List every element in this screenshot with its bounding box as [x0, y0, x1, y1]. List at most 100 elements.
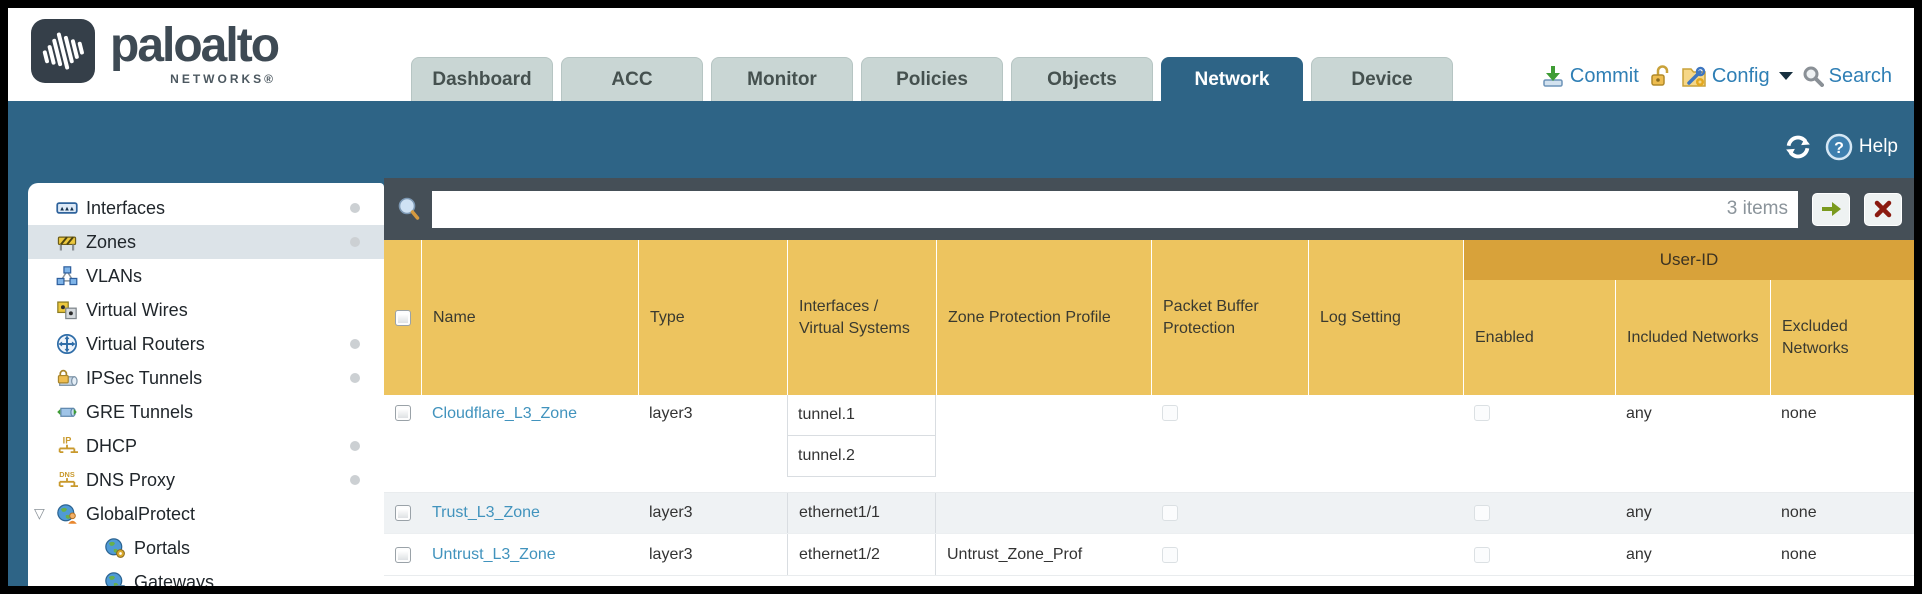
clear-filter-button[interactable] [1864, 192, 1902, 226]
global-search-button[interactable]: Search [1802, 65, 1892, 88]
packet-buffer-cell [1151, 534, 1308, 575]
packet-buffer-checkbox [1162, 546, 1178, 563]
column-header-zone-protection[interactable]: Zone Protection Profile [936, 240, 1151, 395]
sidebar-item-globalprotect[interactable]: ▽ GlobalProtect [28, 497, 384, 531]
column-header-packet-buffer[interactable]: Packet Buffer Protection [1151, 240, 1308, 395]
sidebar-item-label: Gateways [134, 571, 215, 587]
portals-icon [105, 538, 125, 558]
sidebar-item-label: Virtual Routers [86, 333, 205, 354]
select-all-checkbox[interactable] [384, 240, 421, 395]
sidebar-item-interfaces[interactable]: Interfaces [28, 191, 384, 225]
commit-button[interactable]: Commit [1541, 64, 1639, 88]
zones-icon [57, 236, 77, 251]
vlans-icon [56, 266, 78, 286]
sidebar-item-dns-proxy[interactable]: DNS DNS Proxy [28, 463, 384, 497]
zone-name-link[interactable]: Untrust_L3_Zone [432, 545, 556, 563]
column-header-type[interactable]: Type [638, 240, 787, 395]
gateways-icon [105, 572, 126, 586]
sidebar-item-label: GlobalProtect [86, 503, 196, 524]
tab-device[interactable]: Device [1311, 57, 1453, 101]
sidebar-item-label: Portals [134, 537, 191, 558]
zone-interfaces-cell: ethernet1/1 [787, 493, 936, 533]
column-header-excluded-networks[interactable]: Excluded Networks [1770, 280, 1914, 395]
user-id-enabled-cell [1463, 493, 1615, 533]
excluded-networks-cell: none [1781, 545, 1817, 563]
logo-brand-text: paloalto [110, 19, 280, 72]
tab-monitor[interactable]: Monitor [711, 57, 853, 101]
included-networks-cell: any [1626, 405, 1652, 422]
column-label: Included Networks [1627, 328, 1759, 346]
log-setting-cell [1308, 493, 1463, 533]
row-checkbox[interactable] [384, 395, 421, 492]
expander-icon[interactable]: ▽ [34, 506, 45, 522]
column-header-interfaces[interactable]: Interfaces / Virtual Systems [787, 240, 936, 395]
zone-name-link[interactable]: Cloudflare_L3_Zone [432, 405, 577, 422]
tab-dashboard[interactable]: Dashboard [411, 57, 553, 101]
status-dot [350, 373, 360, 383]
sidebar-item-gateways[interactable]: Gateways [28, 565, 384, 586]
commit-label: Commit [1569, 64, 1639, 87]
filter-bar: 3 items [384, 178, 1914, 240]
sidebar-item-virtual-routers[interactable]: Virtual Routers [28, 327, 384, 361]
zone-name-link[interactable]: Trust_L3_Zone [432, 504, 540, 521]
sidebar-item-portals[interactable]: Portals [28, 531, 384, 565]
sidebar-item-label: VLANs [86, 265, 143, 286]
column-label: Zone Protection Profile [948, 308, 1111, 326]
user-id-group-header: User-ID [1463, 240, 1914, 280]
sidebar-item-label: DHCP [86, 435, 138, 456]
sidebar-item-virtual-wires[interactable]: Virtual Wires [28, 293, 384, 327]
tab-acc[interactable]: ACC [561, 57, 703, 101]
header-tools: Commit Config [1541, 64, 1892, 88]
column-header-included-networks[interactable]: Included Networks [1615, 280, 1770, 395]
main-nav-tabs: Dashboard ACC Monitor Policies Objects N… [411, 57, 1453, 101]
logo-sub-text: NETWORKS® [170, 72, 277, 86]
config-dropdown[interactable]: Config [1681, 64, 1793, 88]
help-label: Help [1858, 136, 1898, 157]
zone-interfaces-cell: tunnel.1 tunnel.2 [787, 395, 936, 492]
column-label: Interfaces / Virtual Systems [799, 297, 910, 337]
help-icon: ? [1825, 133, 1853, 161]
dns-proxy-icon: DNS [58, 470, 78, 488]
log-setting-cell [1308, 395, 1463, 492]
column-header-enabled[interactable]: Enabled [1463, 280, 1615, 395]
interface-item: tunnel.2 [788, 436, 935, 477]
sidebar-item-label: DNS Proxy [86, 469, 176, 490]
virtual-routers-icon [56, 333, 78, 355]
row-checkbox[interactable] [384, 534, 421, 575]
column-label: Type [650, 308, 685, 326]
zone-protection-cell [936, 395, 1151, 492]
globalprotect-icon [57, 504, 77, 524]
sidebar-item-label: Zones [86, 231, 137, 252]
excluded-networks-cell: none [1781, 504, 1817, 521]
table-header-row: Name Type Interfaces / Virtual Systems Z… [384, 240, 1914, 395]
top-bar: paloalto NETWORKS® Dashboard ACC Monitor… [8, 8, 1914, 101]
help-button[interactable]: ? Help [1825, 133, 1898, 161]
group-label: User-ID [1659, 250, 1719, 269]
sidebar-item-label: GRE Tunnels [86, 401, 194, 422]
zone-type-cell: layer3 [649, 504, 693, 521]
sidebar-item-zones[interactable]: Zones [28, 225, 384, 259]
tab-policies[interactable]: Policies [861, 57, 1003, 101]
page-toolbar: ? Help [1783, 132, 1898, 162]
zone-type-cell: layer3 [649, 545, 693, 563]
table-row: Trust_L3_Zone layer3 ethernet1/1 any non… [384, 492, 1914, 533]
apply-filter-button[interactable] [1812, 192, 1850, 226]
tab-network[interactable]: Network [1161, 57, 1303, 101]
tab-objects[interactable]: Objects [1011, 57, 1153, 101]
filter-input[interactable] [432, 190, 1798, 228]
log-setting-cell [1308, 534, 1463, 575]
sidebar-item-dhcp[interactable]: IP DHCP [28, 429, 384, 463]
user-id-enabled-cell [1463, 534, 1615, 575]
column-header-log-setting[interactable]: Log Setting [1308, 240, 1463, 395]
packet-buffer-checkbox [1162, 505, 1178, 521]
row-checkbox[interactable] [384, 493, 421, 533]
sidebar-item-vlans[interactable]: VLANs [28, 259, 384, 293]
refresh-icon[interactable] [1783, 132, 1813, 162]
user-id-enabled-checkbox [1474, 505, 1490, 521]
lock-icon[interactable] [1648, 64, 1672, 88]
main-content: 3 items Name Type Interfaces / Virtual [384, 178, 1914, 586]
sidebar-item-gre-tunnels[interactable]: GRE Tunnels [28, 395, 384, 429]
sidebar-item-ipsec-tunnels[interactable]: IPSec Tunnels [28, 361, 384, 395]
zone-type-cell: layer3 [649, 405, 693, 422]
column-header-name[interactable]: Name [421, 240, 638, 395]
